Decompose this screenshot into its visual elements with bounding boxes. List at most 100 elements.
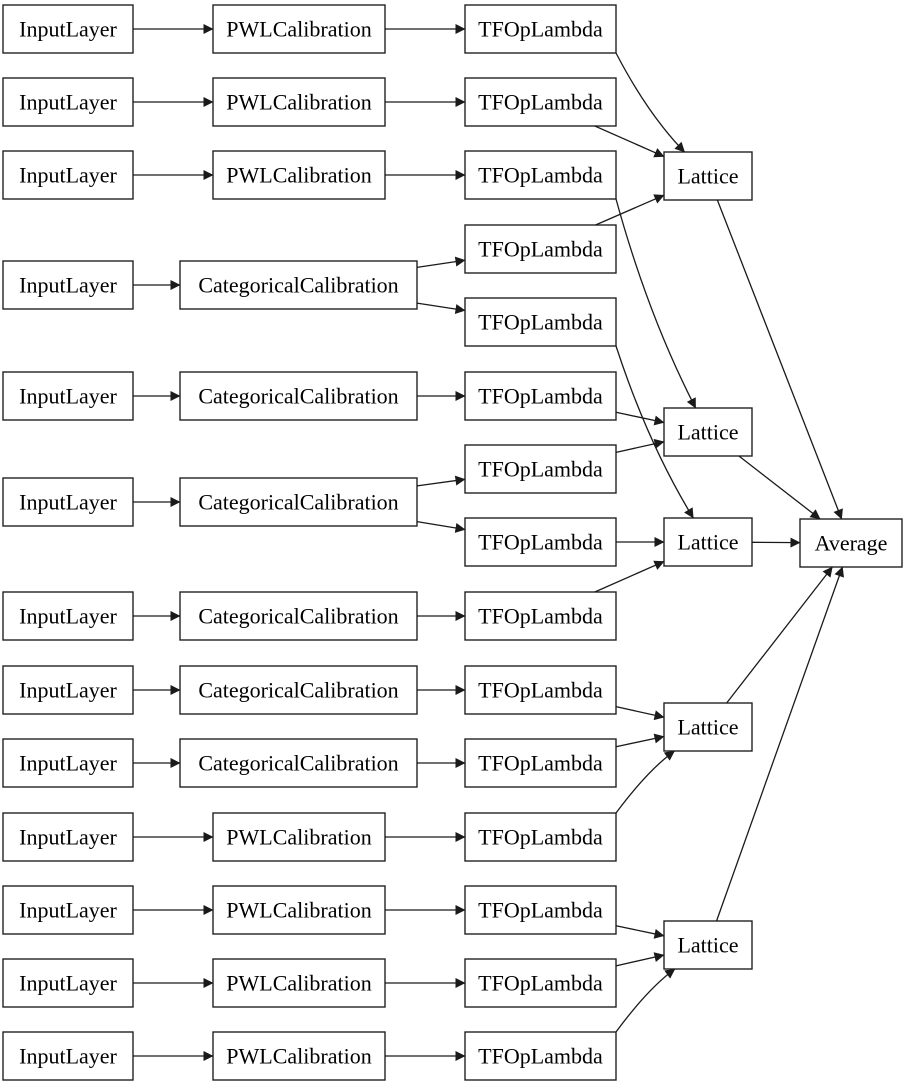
node-label: TFOpLambda [478, 310, 603, 335]
node-label: TFOpLambda [478, 825, 603, 850]
node-box [464, 4, 617, 54]
node-box [2, 4, 134, 54]
node-label: PWLCalibration [226, 17, 371, 42]
node-tfoplambda-t7: TFOpLambda [464, 444, 617, 494]
node-categoricalcalibration-cc4: CategoricalCalibration [179, 591, 418, 641]
node-label: InputLayer [19, 751, 117, 776]
node-label: TFOpLambda [478, 163, 603, 188]
node-tfoplambda-t13: TFOpLambda [464, 885, 617, 935]
node-box [464, 812, 617, 862]
node-box [179, 477, 418, 527]
node-box [464, 224, 617, 274]
node-pwlcalibration-pwl1: PWLCalibration [212, 4, 386, 54]
node-tfoplambda-t2: TFOpLambda [464, 77, 617, 127]
node-box [2, 738, 134, 788]
node-inputlayer-il12: InputLayer [2, 958, 134, 1008]
edge-t9-l3 [594, 560, 665, 593]
node-label: PWLCalibration [226, 163, 371, 188]
node-box [663, 920, 753, 970]
node-box [464, 150, 617, 200]
node-box [663, 407, 753, 457]
node-tfoplambda-t14: TFOpLambda [464, 958, 617, 1008]
node-label: InputLayer [19, 17, 117, 42]
edge-t6-l2 [615, 411, 665, 426]
node-box [2, 665, 134, 715]
node-label: TFOpLambda [478, 457, 603, 482]
node-box [464, 885, 617, 935]
node-box [2, 812, 134, 862]
node-box [464, 297, 617, 347]
edge-cc1-t4 [416, 256, 466, 269]
node-label: Lattice [677, 530, 738, 555]
edge-t7-l2 [615, 438, 665, 453]
node-label: TFOpLambda [478, 17, 603, 42]
node-box [464, 371, 617, 421]
node-inputlayer-il7: InputLayer [2, 591, 134, 641]
node-inputlayer-il11: InputLayer [2, 885, 134, 935]
node-label: TFOpLambda [478, 898, 603, 923]
node-tfoplambda-t6: TFOpLambda [464, 371, 617, 421]
node-label: PWLCalibration [226, 825, 371, 850]
node-label: InputLayer [19, 898, 117, 923]
node-label: Lattice [677, 164, 738, 189]
node-label: PWLCalibration [226, 971, 371, 996]
node-label: TFOpLambda [478, 384, 603, 409]
node-categoricalcalibration-cc3: CategoricalCalibration [179, 477, 418, 527]
node-box [464, 591, 617, 641]
edge-l2-avg [738, 455, 821, 520]
node-categoricalcalibration-cc6: CategoricalCalibration [179, 738, 418, 788]
node-pwlcalibration-pwl7: PWLCalibration [212, 1031, 386, 1081]
node-label: CategoricalCalibration [198, 273, 398, 298]
node-inputlayer-il5: InputLayer [2, 371, 134, 421]
node-label: CategoricalCalibration [198, 604, 398, 629]
node-box [2, 958, 134, 1008]
node-label: TFOpLambda [478, 678, 603, 703]
node-pwlcalibration-pwl5: PWLCalibration [212, 885, 386, 935]
node-box [179, 371, 418, 421]
node-box [2, 371, 134, 421]
node-tfoplambda-t4: TFOpLambda [464, 224, 617, 274]
edge-l1-avg [716, 199, 843, 520]
node-label: PWLCalibration [226, 90, 371, 115]
edge-t14-l5 [615, 952, 665, 967]
node-box [2, 1031, 134, 1081]
node-box [663, 151, 753, 201]
node-categoricalcalibration-cc5: CategoricalCalibration [179, 665, 418, 715]
node-label: TFOpLambda [478, 604, 603, 629]
node-inputlayer-il9: InputLayer [2, 738, 134, 788]
node-inputlayer-il8: InputLayer [2, 665, 134, 715]
edge-t5-l3 [615, 345, 694, 519]
node-label: TFOpLambda [478, 1044, 603, 1069]
edge-t13-l5 [615, 925, 665, 939]
edge-t1-l1 [615, 52, 686, 153]
node-lattice-l1: Lattice [663, 151, 753, 201]
node-box [464, 738, 617, 788]
node-box [212, 958, 386, 1008]
edge-t15-l5 [615, 968, 676, 1033]
edge-t10-l4 [615, 706, 665, 721]
node-box [464, 1031, 617, 1081]
node-box [212, 4, 386, 54]
node-box [2, 591, 134, 641]
edge-l4-avg [726, 566, 833, 704]
node-categoricalcalibration-cc2: CategoricalCalibration [179, 371, 418, 421]
node-label: InputLayer [19, 971, 117, 996]
node-tfoplambda-t9: TFOpLambda [464, 591, 617, 641]
node-label: TFOpLambda [478, 90, 603, 115]
edge-cc1-t5 [416, 302, 466, 314]
node-tfoplambda-t15: TFOpLambda [464, 1031, 617, 1081]
node-label: CategoricalCalibration [198, 384, 398, 409]
edge-t2-l1 [594, 125, 665, 158]
node-label: PWLCalibration [226, 898, 371, 923]
node-label: TFOpLambda [478, 237, 603, 262]
node-box [464, 444, 617, 494]
edge-t4-l1 [595, 194, 665, 226]
node-label: InputLayer [19, 1044, 117, 1069]
node-categoricalcalibration-cc1: CategoricalCalibration [179, 260, 418, 310]
node-pwlcalibration-pwl6: PWLCalibration [212, 958, 386, 1008]
edge-t12-l4 [615, 750, 675, 814]
node-lattice-l4: Lattice [663, 702, 753, 752]
node-inputlayer-il1: InputLayer [2, 4, 134, 54]
node-label: InputLayer [19, 678, 117, 703]
